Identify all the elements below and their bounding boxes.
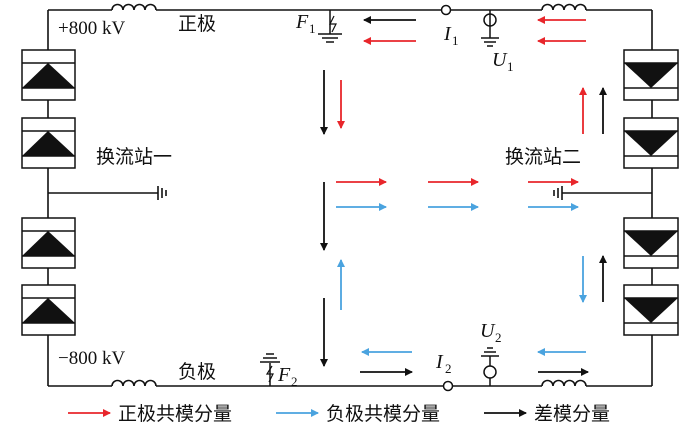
fault-f1-label: F [295,11,309,33]
station-2-label: 换流站二 [505,146,581,168]
valve-left-3 [21,217,76,269]
valve-left-1 [21,49,76,101]
valve-left-4 [21,284,76,336]
station-1-label: 换流站一 [96,146,172,168]
current-i2-sub: 2 [445,361,452,376]
circuit-lines [47,9,653,387]
voltage-u1-label: U [492,49,508,71]
legend-differential: 差模分量 [534,403,610,425]
voltage-sensor-bottom-icon [481,347,499,386]
negative-voltage-label: −800 kV [58,348,125,369]
positive-pole-label: 正极 [178,13,216,35]
voltage-u2-label: U [480,320,496,342]
valve-right-4 [623,284,679,336]
inductor-bottom-right [541,379,587,387]
legend-positive-common: 正极共模分量 [118,403,232,425]
inductor-top-left [111,3,157,11]
fault-f1-sub: 1 [309,21,316,36]
legend-negative-common: 负极共模分量 [326,403,440,425]
current-i1-sub: 1 [452,33,459,48]
fault-f1-ground-icon [318,10,342,43]
fault-f2-ground-icon [260,353,280,386]
voltage-sensor-top-icon [481,10,499,47]
current-i1-label: I [443,23,452,45]
valve-right-2 [623,117,679,169]
fault-f2-sub: 2 [291,374,298,389]
current-i2-label: I [435,351,444,373]
negative-pole-label: 负极 [178,361,216,383]
valve-right-1 [623,49,679,101]
voltage-u1-sub: 1 [507,59,514,74]
valve-left-2 [21,117,76,169]
inductor-bottom-left [111,379,157,387]
current-sensor-top-icon [440,4,452,16]
current-sensor-bottom-icon [442,380,454,392]
valve-right-3 [623,217,679,269]
flow-arrows [320,16,607,376]
positive-voltage-label: +800 kV [58,18,125,39]
fault-f2-label: F [277,364,291,386]
legend: 正极共模分量 负极共模分量 差模分量 [68,403,610,425]
voltage-u2-sub: 2 [495,330,502,345]
inductor-top-right [541,3,587,11]
